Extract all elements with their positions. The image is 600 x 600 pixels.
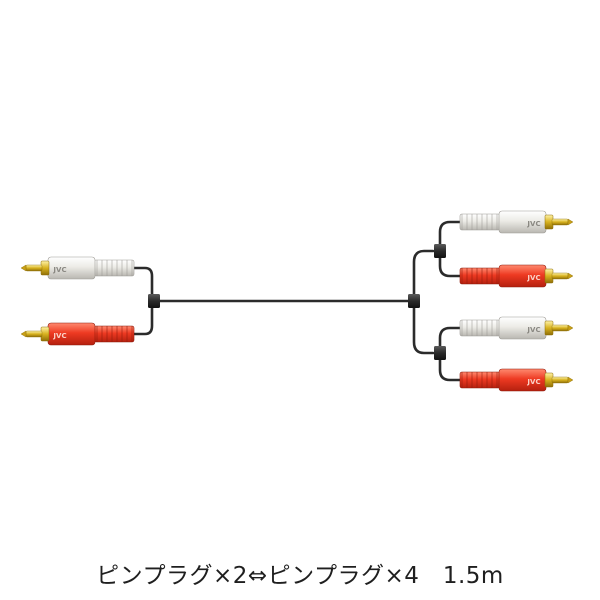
junction-right-lower [434, 346, 446, 360]
cable-right-upper-branch [412, 249, 435, 303]
right-plug-3-white: JVC [459, 316, 574, 340]
right-plug-2-red: JVC [459, 264, 574, 288]
rca-cable-diagram: JVC JVC JVC JVC JVC JVC [20, 210, 574, 392]
plug-brand-label: JVC [52, 332, 66, 340]
cable-right-plug3-lead [438, 326, 462, 355]
cable-right-plug2-lead [438, 249, 462, 278]
plug-group: JVC JVC JVC JVC JVC JVC [20, 210, 574, 392]
plug-brand-label: JVC [526, 378, 540, 386]
right-plug-4-red: JVC [459, 368, 574, 392]
right-plug-1-white: JVC [459, 210, 574, 234]
cable-lines [132, 220, 462, 382]
plug-brand-label: JVC [526, 326, 540, 334]
junction-right-upper [434, 244, 446, 258]
product-caption: ピンプラグ×2⇔ピンプラグ×4 1.5m [96, 563, 504, 589]
left-plug-white: JVC [20, 256, 135, 280]
plug-brand-label: JVC [526, 220, 540, 228]
left-plug-red: JVC [20, 322, 135, 346]
cable-right-plug1-lead [438, 220, 462, 253]
junction-left [148, 294, 160, 308]
plug-brand-label: JVC [52, 266, 66, 274]
junction-right-main [408, 294, 420, 308]
cable-right-plug4-lead [438, 351, 462, 382]
plug-brand-label: JVC [526, 274, 540, 282]
cable-right-lower-branch [412, 299, 435, 355]
